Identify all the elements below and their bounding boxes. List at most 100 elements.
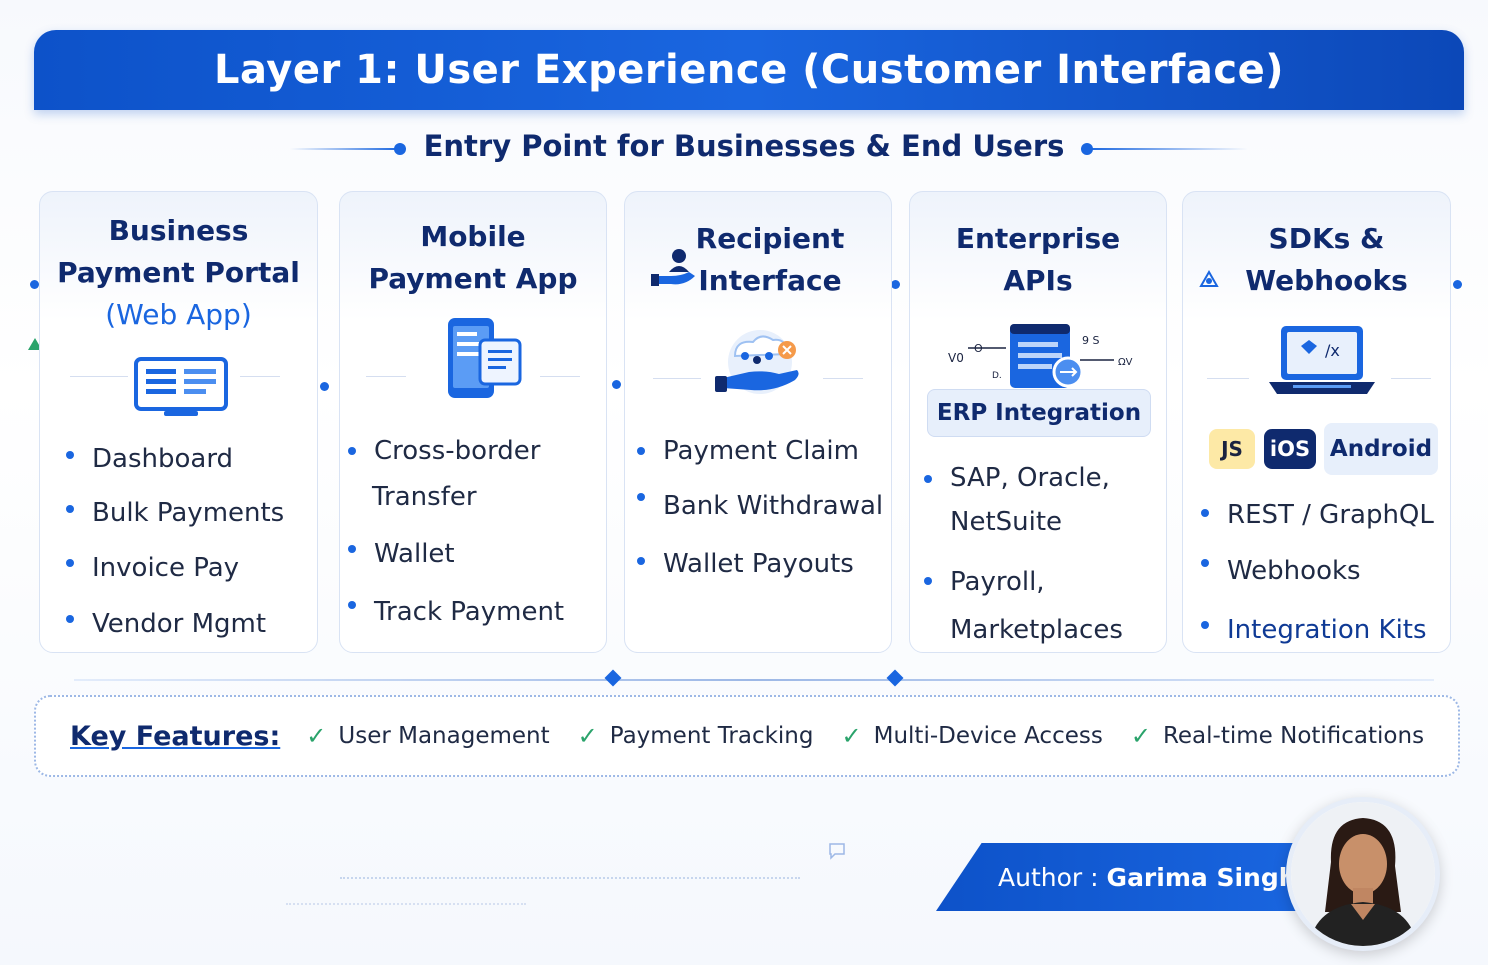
user-hand-icon [651, 246, 699, 294]
list-item: Cross-border [348, 428, 564, 474]
svg-text:ΩV: ΩV [1118, 357, 1133, 368]
card-title-line: Recipient [695, 222, 845, 255]
bottom-connector-line [74, 679, 1434, 681]
card-title: Business Payment Portal (Web App) [40, 210, 317, 336]
card-title-line: Interface [698, 264, 842, 297]
connector-diamond [886, 669, 904, 687]
list-item-continued: NetSuite [950, 507, 1063, 537]
list-item: Bank Withdrawal [637, 474, 883, 538]
card-title-line: Business [108, 214, 249, 247]
author-prefix: Author : [998, 862, 1099, 892]
divider [366, 376, 406, 377]
chip-js: JS [1209, 429, 1255, 469]
key-features-bar: Key Features: ✓ User Management ✓ Paymen… [34, 695, 1460, 777]
list-item: Bulk Payments [66, 486, 284, 540]
feature-item: ✓ User Management [306, 722, 549, 750]
card-title-line: APIs [1003, 264, 1073, 297]
list-item: Vendor Mgmt [66, 596, 284, 652]
erp-integration-tag: ERP Integration [927, 389, 1151, 437]
api-server-icon: V0 O D. 9 S ΩV [938, 320, 1138, 396]
card-mobile-app: Mobile Payment App Cross-border Transfer… [339, 191, 607, 653]
divider [540, 376, 580, 377]
list-item: Dashboard [66, 432, 284, 486]
svg-text:D.: D. [992, 371, 1002, 381]
card-title-line: SDKs & [1268, 222, 1385, 255]
divider [653, 378, 701, 379]
author-name: Garima Singh [1106, 862, 1297, 892]
author-badge: Author : Garima Singh [936, 843, 1316, 911]
card-sdks-webhooks: SDKs & Webhooks /x JS iOS Android REST /… [1182, 191, 1451, 653]
card-title: Enterprise APIs [910, 218, 1166, 302]
title-banner: Layer 1: User Experience (Customer Inter… [34, 30, 1464, 110]
list-item: Invoice Pay [66, 540, 284, 596]
card-title-line: Mobile [420, 220, 526, 253]
card-title-sub: (Web App) [105, 298, 252, 331]
card-title-line: Payment App [368, 262, 578, 295]
card-title-line: Webhooks [1245, 264, 1408, 297]
card-title-line: Enterprise [955, 222, 1121, 255]
feature-item: ✓ Multi-Device Access [842, 722, 1103, 750]
laptop-code-icon: /x [1267, 324, 1377, 404]
subtitle-right-dot [1081, 143, 1093, 155]
page-title: Layer 1: User Experience (Customer Inter… [214, 47, 1284, 93]
connector-dot [30, 280, 39, 289]
list-item: Track Payment [348, 582, 564, 642]
list-item: Webhooks [1201, 540, 1434, 602]
svg-text:V0: V0 [948, 351, 964, 365]
divider [1391, 378, 1431, 379]
feature-list: SAP, Oracle, NetSuite Payroll, Marketpla… [924, 456, 1123, 654]
list-item: Payroll, [924, 558, 1123, 606]
feature-item: ✓ Real-time Notifications [1131, 722, 1424, 750]
card-enterprise-apis: Enterprise APIs V0 O D. 9 S ΩV ERP Integ… [909, 191, 1167, 653]
feature-list: Dashboard Bulk Payments Invoice Pay Vend… [66, 432, 284, 652]
web-dashboard-icon [134, 357, 228, 423]
subtitle-row: Entry Point for Businesses & End Users [0, 125, 1488, 171]
connector-dot [891, 280, 900, 289]
feature-list: Payment Claim Bank Withdrawal Wallet Pay… [637, 428, 883, 590]
subtitle: Entry Point for Businesses & End Users [423, 129, 1065, 163]
decorative-line [286, 903, 526, 905]
list-item: Payment Claim [637, 428, 883, 474]
svg-text:9 S: 9 S [1082, 334, 1099, 347]
svg-text:O: O [974, 342, 983, 355]
chip-android: Android [1324, 423, 1438, 475]
connector-dot [320, 382, 329, 391]
feature-text: User Management [338, 723, 550, 749]
connector-dot [612, 380, 621, 389]
list-item: SAP, Oracle, [924, 456, 1123, 500]
card-title: Mobile Payment App [340, 216, 606, 300]
feature-list: REST / GraphQL Webhooks Integration Kits [1201, 490, 1434, 658]
list-item: Wallet [348, 526, 564, 582]
arrow-up-icon [28, 338, 42, 350]
key-features-label: Key Features: [70, 720, 281, 752]
feature-list: Cross-border Transfer Wallet Track Payme… [348, 428, 564, 642]
subtitle-left-dot [394, 143, 406, 155]
card-business-portal: Business Payment Portal (Web App) Dashbo… [39, 191, 318, 653]
card-recipient-interface: Recipient Interface Payment Claim Bank W… [624, 191, 892, 653]
divider [70, 376, 128, 377]
payout-hand-icon [705, 326, 815, 410]
chat-icon [828, 842, 846, 864]
list-item-continued: Transfer [372, 482, 477, 512]
card-title: SDKs & Webhooks [1183, 218, 1450, 302]
mobile-phone-icon [444, 316, 524, 406]
list-item-continued: Marketplaces [950, 615, 1123, 645]
divider [240, 376, 280, 377]
feature-item: ✓ Payment Tracking [578, 722, 814, 750]
subtitle-right-line [1088, 148, 1248, 150]
webhook-icon [1197, 268, 1221, 294]
subtitle-left-line [290, 148, 400, 150]
feature-text: Real-time Notifications [1162, 723, 1425, 749]
connector-diamond [604, 669, 622, 687]
chip-ios: iOS [1264, 429, 1316, 469]
list-item: REST / GraphQL [1201, 490, 1434, 540]
check-icon: ✓ [841, 722, 862, 750]
card-title: Recipient Interface [625, 218, 891, 302]
check-icon: ✓ [1130, 722, 1151, 750]
feature-text: Payment Tracking [609, 723, 814, 749]
avatar [1286, 797, 1440, 951]
card-title-line: Payment Portal [57, 256, 300, 289]
feature-text: Multi-Device Access [873, 723, 1103, 749]
connector-dot [1453, 280, 1462, 289]
decorative-line [340, 877, 800, 879]
